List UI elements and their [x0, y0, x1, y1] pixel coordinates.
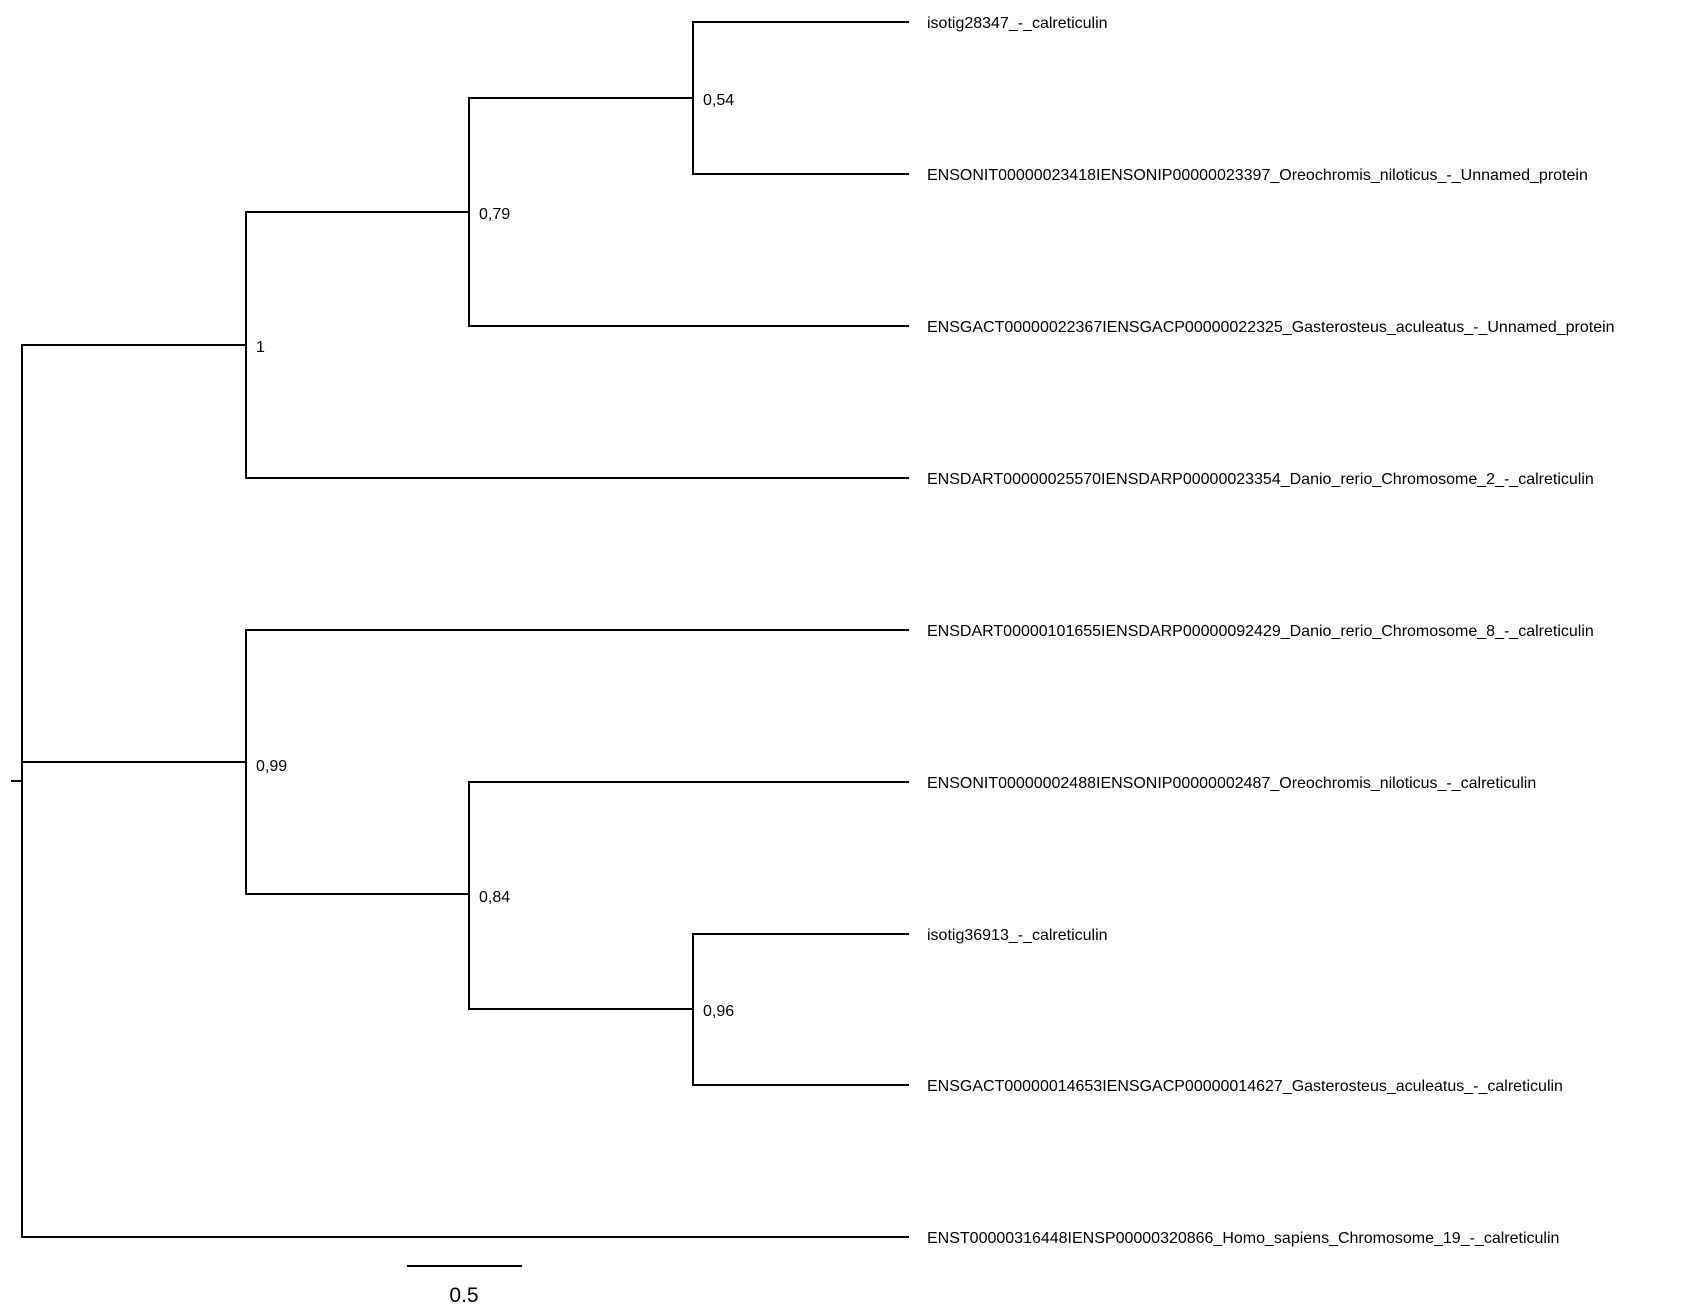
scale-bar-label: 0.5: [449, 1284, 478, 1306]
support-value-cladeA: 1: [256, 339, 265, 356]
leaf-label: isotig28347_-_calreticulin: [927, 15, 1108, 32]
leaf-label: ENSDART00000101655IENSDARP00000092429_Da…: [927, 623, 1594, 640]
support-value-cladeB: 0,99: [256, 758, 287, 775]
leaf-label: ENSONIT00000023418IENSONIP00000023397_Or…: [927, 167, 1588, 184]
support-value-cladeB1: 0,84: [479, 889, 510, 906]
support-value-cladeA1: 0,79: [479, 206, 510, 223]
support-value-cladeA2: 0,54: [703, 92, 734, 109]
leaf-label: ENSGACT00000014653IENSGACP00000014627_Ga…: [927, 1078, 1563, 1095]
leaf-label: ENSONIT00000002488IENSONIP00000002487_Or…: [927, 775, 1536, 792]
leaf-label: ENSGACT00000022367IENSGACP00000022325_Ga…: [927, 319, 1615, 336]
support-value-cladeB2: 0,96: [703, 1003, 734, 1020]
leaf-label: isotig36913_-_calreticulin: [927, 927, 1108, 944]
leaf-label: ENST00000316448IENSP00000320866_Homo_sap…: [927, 1230, 1559, 1247]
leaf-label: ENSDART00000025570IENSDARP00000023354_Da…: [927, 471, 1594, 488]
